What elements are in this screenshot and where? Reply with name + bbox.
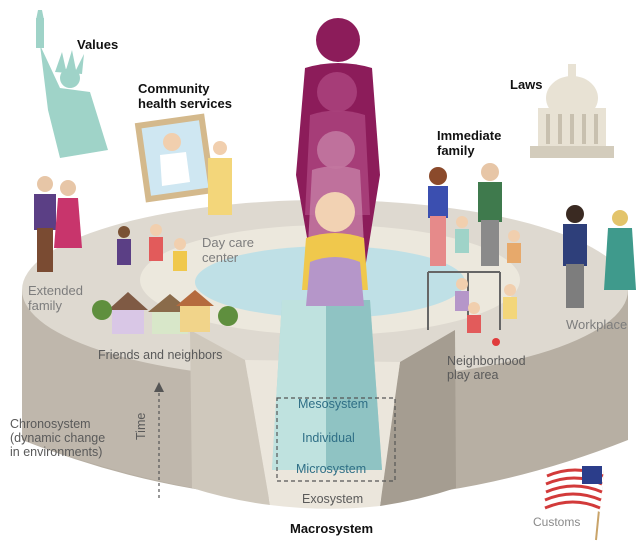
- community-health-line-2: health services: [138, 97, 232, 112]
- values-label: Values: [77, 38, 118, 53]
- customs-label: Customs: [533, 516, 580, 529]
- health-services-picture: [135, 114, 232, 215]
- individual-label: Individual: [302, 431, 355, 445]
- time-label: Time: [134, 413, 148, 440]
- exosystem-label: Exosystem: [302, 492, 363, 506]
- extended-family-label: Extended family: [28, 284, 83, 313]
- statue-of-liberty-icon: [36, 10, 108, 158]
- chronosystem-line-3: in environments): [10, 445, 105, 459]
- chronosystem-label: Chronosystem (dynamic change in environm…: [10, 417, 105, 459]
- neighborhood-play-label: Neighborhood play area: [447, 354, 526, 382]
- workplace-label: Workplace: [566, 318, 627, 333]
- macrosystem-label: Macrosystem: [290, 522, 373, 537]
- day-care-label: Day care center: [202, 236, 254, 265]
- extended-family-line-1: Extended: [28, 284, 83, 299]
- immediate-family-line-2: family: [437, 144, 501, 159]
- laws-label: Laws: [510, 78, 543, 93]
- immediate-family-line-1: Immediate: [437, 129, 501, 144]
- chronosystem-line-2: (dynamic change: [10, 431, 105, 445]
- community-health-line-1: Community: [138, 82, 232, 97]
- extended-family-line-2: family: [28, 299, 83, 314]
- community-health-label: Community health services: [138, 82, 232, 111]
- neighborhood-play-line-1: Neighborhood: [447, 354, 526, 368]
- neighborhood-play-line-2: play area: [447, 368, 526, 382]
- day-care-line-1: Day care: [202, 236, 254, 251]
- immediate-family-label: Immediate family: [437, 129, 501, 158]
- capitol-building-icon: [530, 64, 614, 158]
- friends-neighbors-label: Friends and neighbors: [98, 348, 222, 362]
- microsystem-label: Microsystem: [296, 462, 366, 476]
- day-care-line-2: center: [202, 251, 254, 266]
- mesosystem-label: Mesosystem: [298, 397, 368, 411]
- chronosystem-line-1: Chronosystem: [10, 417, 105, 431]
